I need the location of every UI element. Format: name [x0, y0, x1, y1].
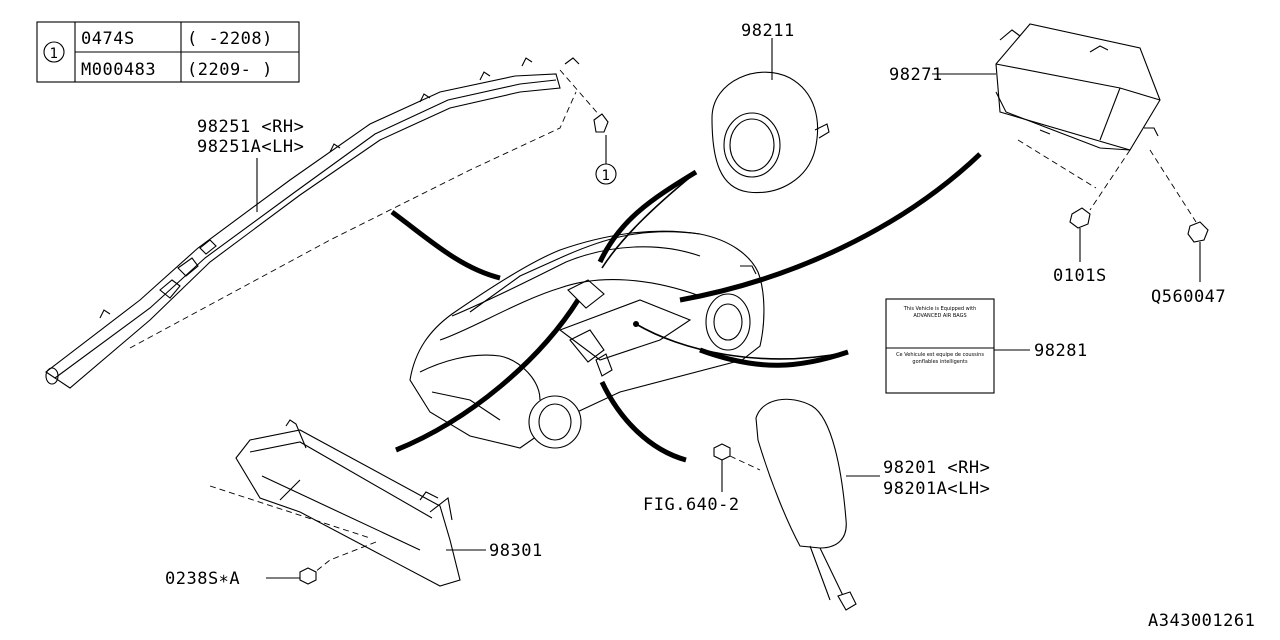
label-line-4: gonflables intelligents: [912, 359, 968, 365]
vehicle-illustration: [409, 230, 765, 449]
curtain-marker-circle: [595, 163, 617, 185]
side-airbag-rh-label: 98201 <RH>: [883, 458, 990, 478]
legend-range-1: ( -2208): [187, 29, 273, 49]
side-airbag-lh-label: 98201A<LH>: [883, 479, 990, 499]
legend-table: 1 0474S ( -2208) M000483 (2209- ): [36, 21, 300, 83]
curtain-airbag: 98251 <RH> 98251A<LH> 1: [45, 57, 617, 389]
curtain-airbag-rh-label: 98251 <RH>: [197, 117, 304, 137]
label-line-1: This Vehicle is Equipped with: [903, 306, 977, 312]
legend-range-2: (2209- ): [187, 60, 273, 80]
nut-label: 0238S∗A: [165, 569, 240, 589]
legend-part-1: 0474S: [81, 29, 135, 49]
curtain-marker: 1: [602, 168, 611, 184]
legend-marker: 1: [50, 46, 59, 62]
legend-marker-circle: [43, 41, 65, 63]
knee-airbag-label: 98301: [489, 541, 543, 561]
diagram-id: A343001261: [1148, 611, 1255, 631]
knee-airbag: 98301 0238S∗A: [165, 419, 543, 589]
label-line-2: ADVANCED AIR BAGS: [913, 313, 966, 319]
side-airbag: 98201 <RH> 98201A<LH> FIG.640-2: [643, 398, 990, 611]
airbag-module-label: 98271: [889, 65, 943, 85]
warning-label-sticker: This Vehicle is Equipped with ADVANCED A…: [885, 298, 1088, 394]
label-line-3: Ce Vehicule est equipe de coussins: [896, 352, 984, 358]
bolt-1-label: 0101S: [1053, 266, 1107, 286]
warning-label-part: 98281: [1034, 341, 1088, 361]
legend-part-2: M000483: [81, 60, 156, 80]
steering-airbag-label: 98211: [741, 21, 795, 41]
curtain-airbag-lh-label: 98251A<LH>: [197, 137, 304, 157]
fig-ref-label: FIG.640-2: [643, 495, 740, 515]
steering-wheel-airbag: 98211: [711, 21, 830, 194]
airbag-control-module: 98271 0101S Q560047: [889, 23, 1226, 307]
leader-curves: [390, 152, 982, 463]
bolt-2-label: Q560047: [1151, 287, 1226, 307]
